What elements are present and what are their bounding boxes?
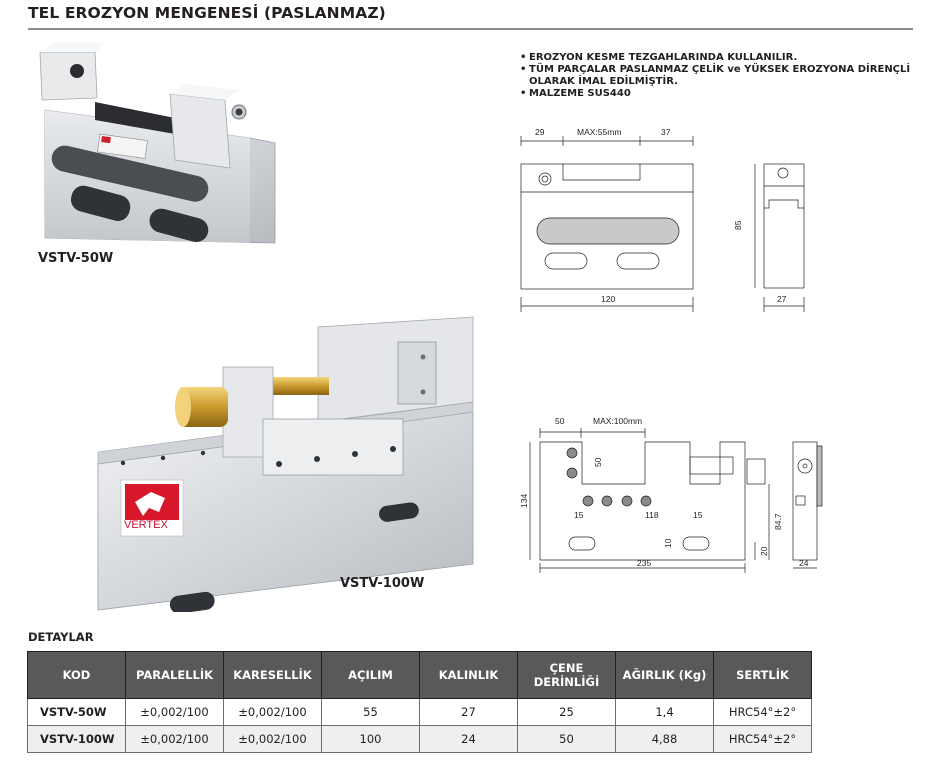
cell-opening: 55 [321, 698, 420, 726]
details-title: DETAYLAR [28, 630, 94, 644]
column-header: AĞIRLIK (Kg) [615, 651, 714, 699]
model-label-vstv-50w: VSTV-50W [38, 251, 114, 266]
dim-width: 235 [637, 558, 651, 568]
dim-slot-right: 15 [693, 510, 703, 520]
brand-logo-text: VERTEX [124, 519, 168, 531]
table-header-row: KOD PARALELLİK KARESELLİK AÇILIM KALINLI… [27, 651, 812, 699]
model-label-vstv-100w: VSTV-100W [340, 576, 425, 591]
dim-depth: 24 [799, 558, 809, 568]
dim-jaw: 50 [593, 457, 603, 467]
column-header: KALINLIK [419, 651, 518, 699]
cell-jaw-depth: 25 [517, 698, 616, 726]
cell-thickness: 24 [419, 725, 518, 753]
dim-opening: MAX:55mm [577, 127, 621, 137]
cell-squareness: ±0,002/100 [223, 725, 322, 753]
dim-slot-height: 10 [663, 538, 673, 548]
drawing-dimensions: 29 MAX:55mm 37 120 85 27 [535, 127, 787, 304]
cell-jaw-depth: 50 [517, 725, 616, 753]
cell-code: VSTV-100W [27, 725, 126, 753]
product-photo-vstv-50w [39, 42, 276, 244]
table-row: VSTV-100W ±0,002/100 ±0,002/100 100 24 5… [27, 725, 812, 753]
cell-parallelism: ±0,002/100 [125, 725, 224, 753]
cell-code: VSTV-50W [27, 698, 126, 726]
dim-opening: MAX:100mm [593, 416, 642, 426]
cell-hardness: HRC54°±2° [713, 698, 812, 726]
details-table: KOD PARALELLİK KARESELLİK AÇILIM KALINLI… [27, 651, 812, 753]
feature-item: TÜM PARÇALAR PASLANMAZ ÇELİK ve YÜKSEK E… [520, 64, 914, 88]
dim-height: 134 [519, 494, 529, 508]
cell-thickness: 27 [419, 698, 518, 726]
table-row: VSTV-50W ±0,002/100 ±0,002/100 55 27 25 … [27, 698, 812, 726]
dim-left: 50 [555, 416, 565, 426]
title-divider [28, 28, 913, 30]
column-header: AÇILIM [321, 651, 420, 699]
dim-depth: 27 [777, 294, 787, 304]
technical-drawing-vstv-100w: 50 MAX:100mm 50 134 15 118 15 10 20 84.7… [519, 416, 823, 573]
dim-mount-height: 84.7 [773, 513, 783, 530]
feature-item: EROZYON KESME TEZGAHLARINDA KULLANILIR. [520, 52, 914, 64]
dim-slot-left: 15 [574, 510, 584, 520]
cell-weight: 1,4 [615, 698, 714, 726]
column-header: ÇENE DERİNLİĞİ [517, 651, 616, 699]
dim-base: 20 [759, 546, 769, 556]
product-photo-vstv-100w [97, 316, 474, 612]
dim-width: 120 [601, 294, 615, 304]
dim-slot-span: 118 [645, 510, 659, 520]
technical-drawing-vstv-50w: 29 MAX:55mm 37 120 85 27 [520, 127, 805, 312]
cell-weight: 4,88 [615, 725, 714, 753]
page-title: TEL EROZYON MENGENESİ (PASLANMAZ) [28, 4, 386, 22]
cell-hardness: HRC54°±2° [713, 725, 812, 753]
column-header: SERTLİK [713, 651, 812, 699]
dim-left: 29 [535, 127, 545, 137]
cell-parallelism: ±0,002/100 [125, 698, 224, 726]
feature-list: EROZYON KESME TEZGAHLARINDA KULLANILIR. … [520, 52, 914, 100]
cell-squareness: ±0,002/100 [223, 698, 322, 726]
dim-height: 85 [733, 220, 743, 230]
drawing-dimensions: 50 MAX:100mm 50 134 15 118 15 10 20 84.7… [519, 416, 809, 568]
column-header: PARALELLİK [125, 651, 224, 699]
column-header: KARESELLİK [223, 651, 322, 699]
feature-item: MALZEME SUS440 [520, 88, 914, 100]
dim-right: 37 [661, 127, 671, 137]
cell-opening: 100 [321, 725, 420, 753]
column-header: KOD [27, 651, 126, 699]
